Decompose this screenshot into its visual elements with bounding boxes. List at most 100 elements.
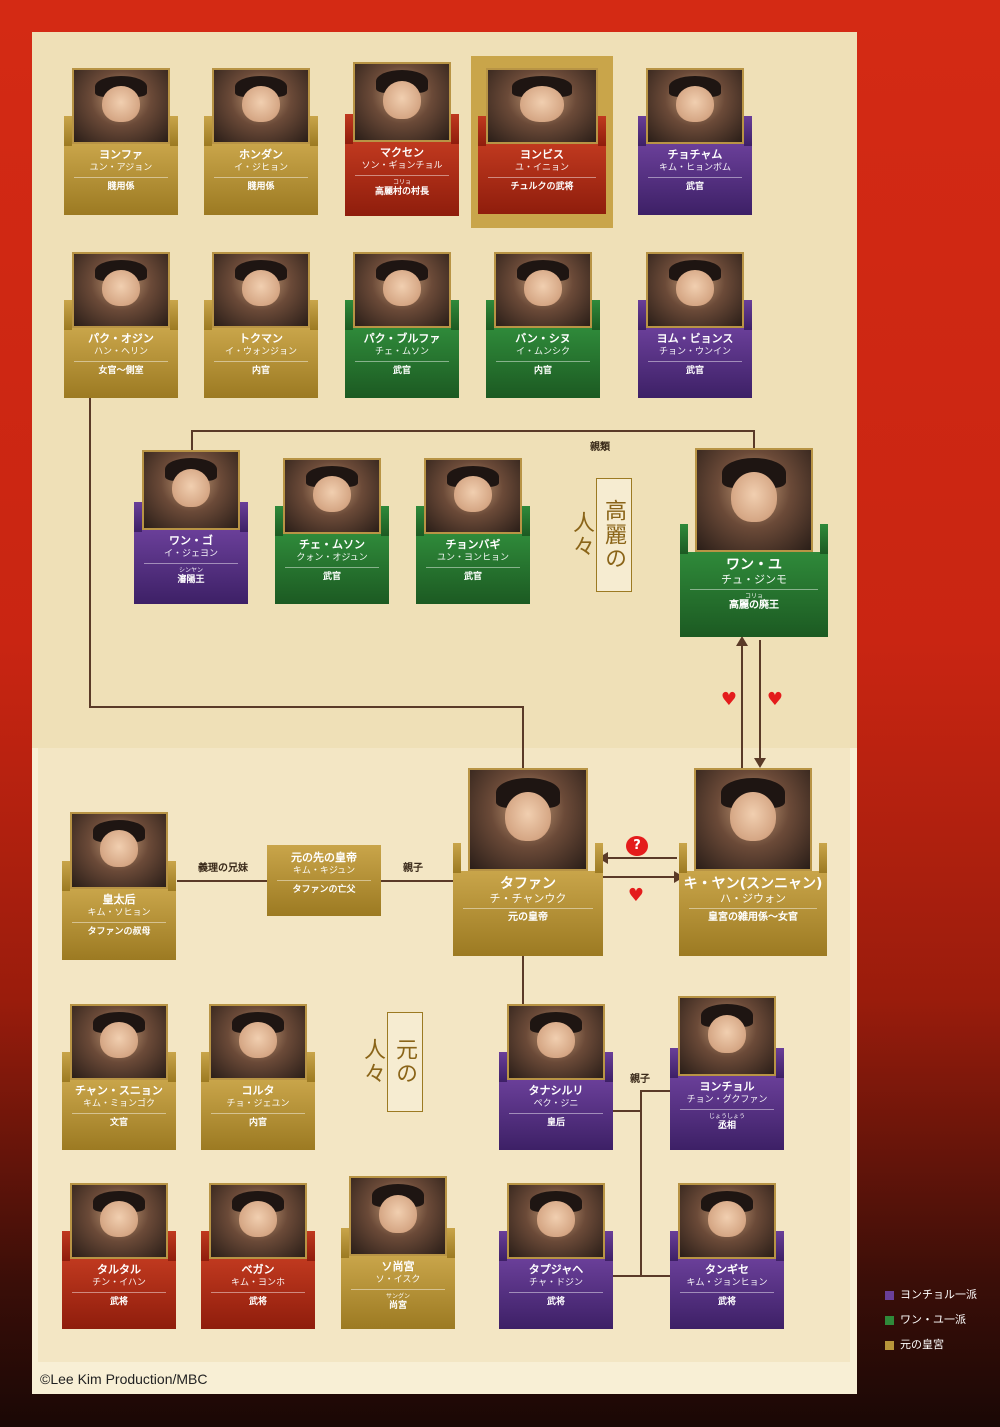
band-side-left xyxy=(64,300,72,330)
character-photo xyxy=(694,768,812,871)
character-name-band: ワン・ユチュ・ジンモコリョ高麗の廃王 xyxy=(680,552,828,637)
band-side-left xyxy=(453,843,461,873)
character-card-tafan: タファンチ・チャンウク元の皇帝 xyxy=(453,768,603,956)
character-role: 武官 xyxy=(392,366,411,376)
character-role: 丞相 xyxy=(717,1121,736,1131)
band-side-left xyxy=(638,300,646,330)
character-role: 武官 xyxy=(322,572,341,582)
character-name: バン・シヌ xyxy=(515,332,571,345)
actor-name: キム・ミョンゴク xyxy=(82,1099,155,1109)
band-side-right xyxy=(776,1231,784,1261)
character-name: パク・オジン xyxy=(88,332,154,345)
character-name: マクセン xyxy=(380,146,424,159)
band-side-right xyxy=(605,1052,613,1082)
character-role: タファンの叔母 xyxy=(87,927,151,937)
character-name-band: チョンバギユン・ヨンヒョン武官 xyxy=(416,534,530,604)
character-role: チュルクの武将 xyxy=(510,182,574,192)
character-card-chan-sunyon: チャン・スニョンキム・ミョンゴク文官 xyxy=(62,1004,176,1150)
question-heart-icon: ? xyxy=(626,836,648,856)
legend-item: 元の皇宮 xyxy=(885,1336,944,1352)
character-name: チェ・ムソン xyxy=(299,538,365,551)
character-name: タンギセ xyxy=(705,1263,749,1276)
character-name-band: ホンダンイ・ジヒョン賤用係 xyxy=(204,144,318,215)
arrow-up xyxy=(736,636,748,646)
character-name-band: ワン・ゴイ・ジェヨンシンヤン瀋陽王 xyxy=(134,530,248,604)
character-card-yonchoru: ヨンチョルチョン・グクファンじょうしょう丞相 xyxy=(670,996,784,1150)
character-role: 女官～側室 xyxy=(98,366,144,376)
band-side-right xyxy=(170,300,178,330)
character-card-hondan: ホンダンイ・ジヒョン賤用係 xyxy=(204,68,318,215)
character-card-yomu-byonsu: ヨム・ビョンスチョン・ウンイン武官 xyxy=(638,252,752,398)
character-card-paku-ojin: パク・オジンハン・ヘリン女官～側室 xyxy=(64,252,178,398)
character-photo xyxy=(283,458,381,534)
actor-name: チャ・ドジン xyxy=(529,1278,583,1288)
relation-label-parent-child: 親子 xyxy=(630,1074,650,1085)
band-side-right xyxy=(776,1048,784,1078)
character-card-makusen: マクセンソン・ギョンチョルコリョ高麗村の村長 xyxy=(345,62,459,216)
character-name: ヨンチョル xyxy=(699,1080,755,1093)
legend-swatch xyxy=(885,1290,894,1300)
copyright: ©Lee Kim Production/MBC xyxy=(40,1371,208,1387)
character-role: 尚宮 xyxy=(388,1301,407,1311)
character-name-band: パク・オジンハン・ヘリン女官～側室 xyxy=(64,328,178,398)
band-side-left xyxy=(201,1052,209,1082)
connector-line xyxy=(610,1275,674,1277)
band-side-right xyxy=(522,506,530,536)
character-photo xyxy=(507,1004,605,1080)
arrow-left xyxy=(598,852,608,864)
section-title-yuan: 元の人々 xyxy=(360,1012,423,1112)
character-card-chonbagi: チョンバギユン・ヨンヒョン武官 xyxy=(416,458,530,604)
character-photo xyxy=(212,68,310,144)
actor-name: キム・ジョンヒョン xyxy=(686,1278,768,1288)
character-card-pan-shinu: バン・シヌイ・ムンシク内官 xyxy=(486,252,600,398)
character-role: 賤用係 xyxy=(107,182,135,192)
heart-icon: ♥ xyxy=(627,885,645,906)
character-photo xyxy=(486,68,598,144)
character-role: 武官 xyxy=(463,572,482,582)
band-side-left xyxy=(64,116,72,146)
character-photo xyxy=(209,1004,307,1080)
character-role: 皇后 xyxy=(546,1118,565,1128)
band-side-left xyxy=(62,1231,70,1261)
band-side-right xyxy=(820,524,828,554)
band-side-right xyxy=(307,1052,315,1082)
band-side-right xyxy=(168,1052,176,1082)
connector-line xyxy=(191,430,754,432)
actor-name: チン・イハン xyxy=(92,1278,146,1288)
role-ruby: コリョ xyxy=(392,179,411,186)
character-name: チョンバギ xyxy=(445,538,501,551)
character-card-tokuman: トクマンイ・ウォンジョン内官 xyxy=(204,252,318,398)
character-name: タルタル xyxy=(97,1263,141,1276)
character-name-band: コルタチョ・ジェユン内官 xyxy=(201,1080,315,1150)
character-name: ベガン xyxy=(241,1263,275,1276)
band-side-left xyxy=(204,116,212,146)
band-side-right xyxy=(451,300,459,330)
character-name-band: チェ・ムソンクォン・オジュン武官 xyxy=(275,534,389,604)
role-ruby: じょうしょう xyxy=(708,1113,745,1120)
actor-name: ペク・ジニ xyxy=(533,1099,579,1109)
character-name-band: 皇太后キム・ソヒョンタファンの叔母 xyxy=(62,889,176,960)
character-photo xyxy=(678,996,776,1076)
character-name: トクマン xyxy=(239,332,283,345)
character-name: ワン・ゴ xyxy=(169,534,213,547)
legend-label: ワン・ユ一派 xyxy=(900,1313,966,1326)
character-role: 武将 xyxy=(717,1297,736,1307)
band-side-right xyxy=(168,1231,176,1261)
character-name-band: チャン・スニョンキム・ミョンゴク文官 xyxy=(62,1080,176,1150)
actor-name: チ・チャンウク xyxy=(489,892,567,905)
character-name-band: ヨンチョルチョン・グクファンじょうしょう丞相 xyxy=(670,1076,784,1150)
actor-name: イ・ジヒョン xyxy=(233,163,288,173)
character-card-tapujaheh: タプジャヘチャ・ドジン武将 xyxy=(499,1183,613,1329)
band-side-right xyxy=(598,116,606,146)
character-name-band: タナシルリペク・ジニ皇后 xyxy=(499,1080,613,1150)
character-photo xyxy=(353,252,451,328)
role-ruby: コリョ xyxy=(744,593,763,600)
connector-line xyxy=(191,430,193,452)
legend-item: ヨンチョル一派 xyxy=(885,1286,977,1302)
character-card-wan-go: ワン・ゴイ・ジェヨンシンヤン瀋陽王 xyxy=(134,450,248,604)
band-side-left xyxy=(679,843,687,873)
actor-name: ハ・ジウォン xyxy=(720,892,786,905)
character-photo xyxy=(72,252,170,328)
band-side-left xyxy=(499,1052,507,1082)
character-name: コルタ xyxy=(241,1084,275,1097)
